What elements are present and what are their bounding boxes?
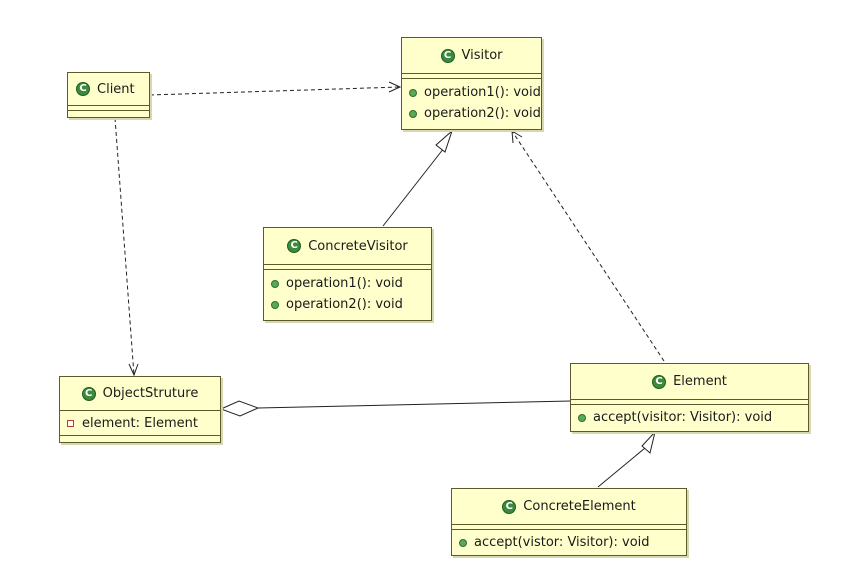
concretevisitor-method-label: operation2(): void	[286, 297, 403, 312]
aggregation-diamond	[219, 400, 260, 417]
client-visitor-arrowhead	[388, 81, 402, 93]
visitor-operations-compartment: operation1(): void operation2(): void	[402, 79, 541, 124]
element-objectstructure-aggregation-line	[257, 400, 572, 409]
class-c-icon: C	[440, 48, 455, 63]
class-c-icon: C	[81, 386, 96, 401]
concreteelement-method-label: accept(vistor: Visitor): void	[474, 535, 650, 550]
concretevisitor-attributes-compartment	[264, 265, 431, 270]
public-method-icon	[271, 300, 279, 309]
client-class-name: Client	[97, 81, 135, 97]
concretevisitor-method-label: operation1(): void	[286, 276, 403, 291]
visitor-class-header: C Visitor	[402, 38, 541, 74]
concreteelement-attributes-compartment	[452, 525, 686, 530]
public-method-icon	[409, 88, 417, 97]
element-visitor-arrowhead	[511, 130, 523, 144]
concreteelement-class-header: C ConcreteElement	[452, 489, 686, 525]
concretevisitor-class-name: ConcreteVisitor	[308, 238, 408, 254]
client-visitor-dependency-line	[149, 86, 401, 96]
concretevisitor-method-row: operation1(): void	[264, 273, 431, 294]
concretevisitor-visitor-triangle	[435, 129, 454, 153]
class-c-icon: C	[652, 374, 667, 389]
concretevisitor-visitor-generalization-line	[382, 147, 445, 227]
public-method-icon	[409, 109, 417, 118]
element-method-label: accept(visitor: Visitor): void	[593, 410, 773, 425]
objectstructure-field-label: element: Element	[82, 415, 198, 431]
concreteelement-element-generalization-line	[597, 447, 646, 488]
visitor-method-row: operation1(): void	[402, 82, 541, 103]
concreteelement-method-row: accept(vistor: Visitor): void	[452, 532, 686, 553]
element-class[interactable]: C Element accept(visitor: Visitor): void	[570, 363, 809, 432]
objectstructure-class-header: C ObjectStruture	[60, 377, 220, 411]
concretevisitor-class[interactable]: C ConcreteVisitor operation1(): void ope…	[263, 227, 432, 321]
private-field-icon	[67, 419, 74, 427]
objectstructure-attributes-compartment: element: Element	[60, 411, 220, 436]
client-objectstructure-dependency-line	[114, 117, 135, 376]
element-visitor-dependency-line	[511, 130, 665, 362]
visitor-method-label: operation2(): void	[424, 106, 541, 121]
objectstructure-field-row: element: Element	[60, 411, 220, 435]
public-method-icon	[459, 538, 467, 547]
class-c-icon: C	[502, 499, 517, 514]
objectstructure-class[interactable]: C ObjectStruture element: Element	[59, 376, 221, 443]
class-c-icon: C	[76, 82, 90, 96]
public-method-icon	[578, 413, 586, 422]
concretevisitor-method-row: operation2(): void	[264, 294, 431, 315]
concreteelement-class-name: ConcreteElement	[523, 499, 636, 514]
element-method-row: accept(visitor: Visitor): void	[571, 407, 808, 428]
class-c-icon: C	[287, 239, 302, 253]
concretevisitor-class-header: C ConcreteVisitor	[264, 228, 431, 265]
client-class[interactable]: C Client	[67, 72, 150, 118]
client-class-header: C Client	[68, 73, 149, 106]
concreteelement-element-triangle	[641, 430, 656, 454]
public-method-icon	[271, 279, 279, 288]
visitor-class-name: Visitor	[461, 48, 503, 63]
concreteelement-operations-compartment: accept(vistor: Visitor): void	[452, 530, 686, 553]
client-operations-compartment	[68, 111, 149, 115]
visitor-method-label: operation1(): void	[424, 85, 541, 100]
concretevisitor-operations-compartment: operation1(): void operation2(): void	[264, 270, 431, 315]
element-class-header: C Element	[571, 364, 808, 400]
client-objectstructure-arrowhead	[128, 363, 139, 377]
visitor-attributes-compartment	[402, 74, 541, 79]
objectstructure-operations-compartment	[60, 436, 220, 440]
element-operations-compartment: accept(visitor: Visitor): void	[571, 405, 808, 428]
element-attributes-compartment	[571, 400, 808, 405]
visitor-method-row: operation2(): void	[402, 103, 541, 124]
objectstructure-class-name: ObjectStruture	[102, 386, 199, 401]
client-attributes-compartment	[68, 106, 149, 111]
concreteelement-class[interactable]: C ConcreteElement accept(vistor: Visitor…	[451, 488, 687, 556]
visitor-class[interactable]: C Visitor operation1(): void operation2(…	[401, 37, 542, 130]
element-class-name: Element	[673, 374, 727, 389]
